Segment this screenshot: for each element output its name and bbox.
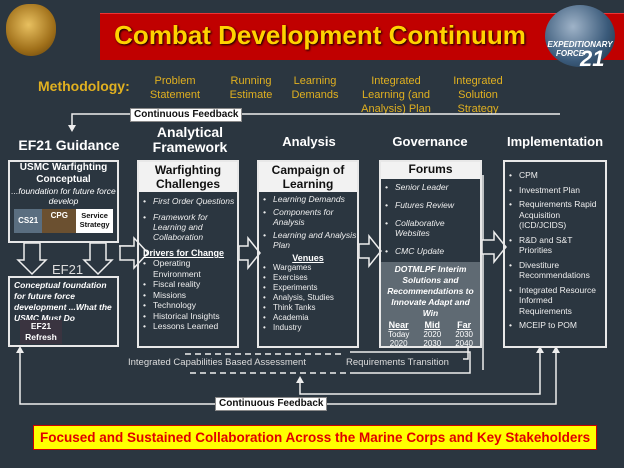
method-step: Learning Demands [291,75,339,101]
heading-framework: Analytical Framework [152,124,228,155]
list-item: Technology [139,300,237,311]
heading-guidance: EF21 Guidance [18,137,120,153]
list-item: Think Tanks [259,303,357,313]
ef21-label: EF21 [52,262,84,277]
icba-label: Integrated Capabilities Based Assessment [128,357,306,368]
title-bar [100,13,624,60]
requirements-transition-label: Requirements Transition [346,357,449,368]
forums-title: Forums [381,162,480,179]
heading-implementation: Implementation [506,134,604,149]
list-item: Divestiture Recommendations [505,260,605,281]
term-label: Far [457,320,472,330]
list-item: Historical Insights [139,311,237,322]
list-item: Lessons Learned [139,321,237,332]
list-item: Learning Demands [259,194,357,204]
guidance-title: USMC Warfighting Conceptual [19,162,108,185]
ef21-box: Conceptual foundation for future force d… [8,276,119,347]
list-item: Futures Review [381,200,480,210]
list-item: Analysis, Studies [259,293,357,303]
guidance-subtitle: ...foundation for future force develop [11,186,116,206]
cpg-doc-image: CPG [42,209,77,233]
list-item: Collaborative Websites [381,218,480,238]
list-item: Industry [259,323,357,333]
list-item: Components for Analysis [259,207,357,227]
list-item: Fiscal reality [139,279,237,290]
collaboration-banner: Focused and Sustained Collaboration Acro… [33,425,597,450]
service-strategy-doc: Service Strategy [76,209,113,233]
list-item: Exercises [259,273,357,283]
campaign-of-learning-box: Campaign of Learning Learning Demands Co… [257,160,359,348]
ef21-description: Conceptual foundation for future force d… [14,280,112,323]
term-to: 2020 [389,339,408,348]
list-item: Wargames [259,263,357,273]
term-to: 2040 [455,339,473,348]
term-from: Today [388,330,410,339]
cs21-doc-image: CS21 [14,209,43,233]
list-item: CMC Update [381,246,480,256]
warfighting-challenges-box: Warfighting Challenges First Order Quest… [137,160,239,348]
list-item: Academia [259,313,357,323]
heading-analysis: Analysis [282,134,336,149]
list-item: Requirements Rapid Acquisition (ICD/JCID… [505,199,605,231]
dotmlpf-text: DOTMLPF Interim Solutions and Recommenda… [387,264,474,318]
list-item: MCEIP to POM [505,320,605,331]
method-step: Problem Statement [149,75,201,101]
ef21-globe-logo [545,5,615,67]
term-label: Mid [424,320,441,330]
list-item: Operating Environment [139,258,237,279]
ef21-refresh-image: EF21 Refresh [20,320,62,344]
continuous-feedback-bottom-label: Continuous Feedback [215,397,328,411]
method-step: Running Estimate [229,75,273,101]
usmc-warfighting-box: USMC Warfighting Conceptual ...foundatio… [8,160,119,243]
list-item: Senior Leader [381,182,480,192]
term-label: Near [388,320,409,330]
list-item: Experiments [259,283,357,293]
dotmlpf-panel: DOTMLPF Interim Solutions and Recommenda… [381,262,480,349]
list-item: Integrated Resource Informed Requirement… [505,285,605,317]
forums-box: Forums Senior LeaderFutures ReviewCollab… [379,160,482,348]
list-item: First Order Questions [139,196,237,206]
method-step: Integrated Solution Strategy [453,75,503,115]
venues-label: Venues [292,253,324,263]
term-from: 2030 [455,330,473,339]
term-from: 2020 [423,330,442,339]
campaign-title: Campaign of Learning [259,162,357,192]
heading-governance: Governance [392,134,468,149]
usmc-emblem-icon [6,4,56,56]
list-item: Investment Plan [505,185,605,196]
drivers-label: Drivers for Change [143,248,225,258]
methodology-label: Methodology: [38,78,130,94]
page-title: Combat Development Continuum [114,20,526,50]
list-item: Missions [139,290,237,301]
list-item: CPM [505,170,605,181]
warfighting-title: Warfighting Challenges [139,162,237,192]
list-item: R&D and S&T Priorities [505,235,605,256]
implementation-box: CPM Investment PlanRequirements Rapid Acq… [503,160,607,348]
term-to: 2030 [423,339,442,348]
list-item: Learning and Analysis Plan [259,230,357,250]
ef21-logo-number: 21 [580,46,605,71]
method-step: Integrated Learning (and Analysis) Plan [361,75,431,115]
list-item: Framework for Learning and Collaboration [139,212,237,242]
continuous-feedback-top-label: Continuous Feedback [130,108,243,122]
